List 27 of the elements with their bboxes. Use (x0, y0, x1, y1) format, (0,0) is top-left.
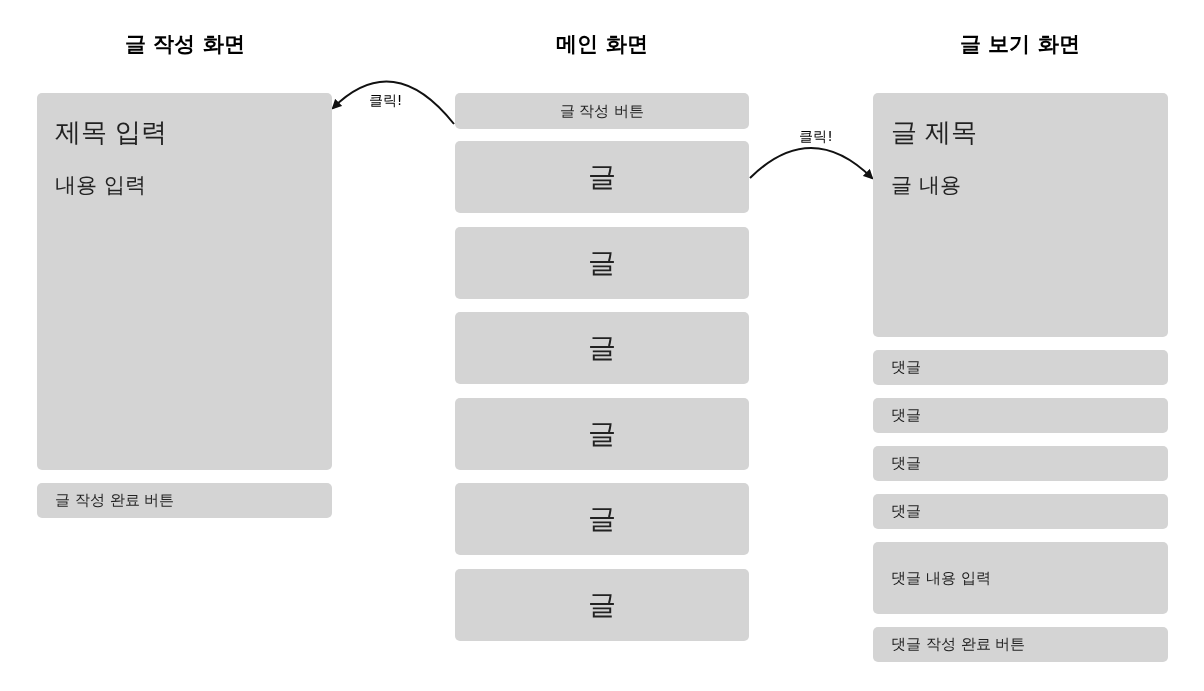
post-card: 글 (455, 227, 749, 299)
post-title-text: 글 제목 (891, 116, 978, 149)
comment-input-field: 댓글 내용 입력 (873, 542, 1168, 614)
post-card: 글 (455, 483, 749, 555)
comment-card: 댓글 (873, 350, 1168, 385)
post-card: 글 (455, 569, 749, 641)
comment-submit-button: 댓글 작성 완료 버튼 (873, 627, 1168, 662)
column-title: 메인 화면 (556, 31, 648, 58)
input-form-panel (37, 93, 332, 470)
arrow (749, 147, 874, 180)
post-card: 글 (455, 398, 749, 470)
submit-button: 글 작성 완료 버튼 (37, 483, 332, 518)
title-input-text: 제목 입력 (55, 116, 168, 149)
edge-label: 클릭! (368, 92, 403, 110)
write-button: 글 작성 버튼 (455, 93, 749, 129)
post-content-text: 글 내용 (891, 172, 961, 199)
comment-card: 댓글 (873, 494, 1168, 529)
comment-card: 댓글 (873, 398, 1168, 433)
post-card: 글 (455, 141, 749, 213)
post-card: 글 (455, 312, 749, 384)
content-input-text: 내용 입력 (55, 172, 146, 199)
comment-card: 댓글 (873, 446, 1168, 481)
arrow (331, 80, 455, 125)
column-title: 글 작성 화면 (125, 31, 245, 58)
column-title: 글 보기 화면 (960, 31, 1080, 58)
post-view-panel (873, 93, 1168, 337)
edge-label: 클릭! (799, 128, 833, 146)
